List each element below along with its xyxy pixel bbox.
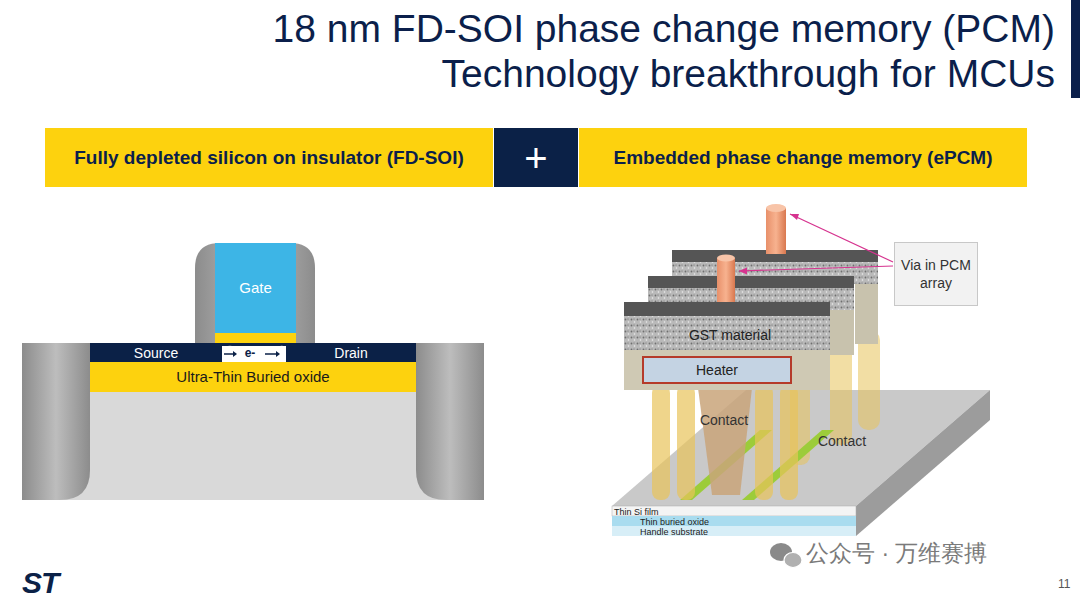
bar-top xyxy=(648,276,854,288)
leader-line xyxy=(739,266,893,271)
gate-region: Gate xyxy=(215,243,296,333)
gate-spacer xyxy=(195,243,315,343)
heater-layer xyxy=(624,350,830,390)
contact-pillar xyxy=(858,330,880,430)
arrow xyxy=(265,353,276,355)
wechat-icon xyxy=(770,543,802,568)
via xyxy=(717,258,735,302)
via-top xyxy=(717,255,735,262)
accent-bar xyxy=(1071,0,1080,98)
node-text: Heater xyxy=(696,362,738,378)
callout-box: Via in PCM array xyxy=(894,242,978,306)
gst-label: GST material xyxy=(680,325,780,345)
node-text: Contact xyxy=(700,412,748,428)
node-text: Gate xyxy=(239,279,272,297)
electron-label: e- xyxy=(238,346,262,361)
isolation-trench xyxy=(22,343,90,500)
gate-oxide xyxy=(215,333,296,343)
node-text: Thin Si film xyxy=(614,507,659,517)
leader-head xyxy=(739,268,747,275)
contact-label: Contact xyxy=(694,411,754,429)
gst-bar xyxy=(624,316,830,350)
contact-pillar xyxy=(780,385,798,500)
node-text: Ultra-Thin Buried oxide xyxy=(176,368,329,386)
source-region: Source xyxy=(90,343,222,362)
buried-oxide-band: Ultra-Thin Buried oxide xyxy=(90,362,416,392)
tech-band: Embedded phase change memory (ePCM) xyxy=(579,128,1027,187)
node-text: Thin buried oxide xyxy=(640,517,709,527)
node-text: Source xyxy=(134,345,178,361)
layer-label: Thin buried oxide xyxy=(640,516,750,528)
contact-pillar xyxy=(755,385,773,500)
page-number: 11 xyxy=(1058,577,1070,592)
bar-top xyxy=(624,302,830,316)
node-text: Embedded phase change memory (ePCM) xyxy=(613,146,992,170)
arrow xyxy=(233,351,237,357)
buried-oxide xyxy=(612,516,856,526)
contact-pillar xyxy=(652,385,670,500)
arrow xyxy=(224,353,233,355)
company-logo: ST xyxy=(22,566,58,599)
tech-band: Fully depleted silicon on insulator (FD-… xyxy=(45,128,493,187)
epcm-illustration xyxy=(612,204,990,536)
handle-substrate xyxy=(612,526,856,536)
via-top xyxy=(766,204,786,212)
heater-contact xyxy=(698,388,752,495)
node-text: GST material xyxy=(689,327,771,343)
layer-label: Handle substrate xyxy=(640,526,750,538)
fdsoi-transistor xyxy=(22,243,484,500)
isolation-trench xyxy=(416,343,484,500)
leader-head xyxy=(790,214,799,220)
watermark: 公众号 · 万维赛搏 xyxy=(806,540,987,566)
contact-label: Contact xyxy=(812,432,872,450)
node-text: Via in PCM array xyxy=(895,256,977,292)
via xyxy=(766,208,786,254)
heater-layer xyxy=(855,284,878,344)
contact-pillar xyxy=(677,385,695,500)
substrate xyxy=(22,343,484,500)
heater-layer xyxy=(830,310,854,355)
node-text: Handle substrate xyxy=(640,527,708,537)
node-text: Fully depleted silicon on insulator (FD-… xyxy=(74,146,464,170)
layer-label: Thin Si film xyxy=(614,506,714,518)
node-text: Contact xyxy=(818,433,866,449)
heater-box: Heater xyxy=(642,356,792,384)
arrow xyxy=(276,351,280,357)
slide-title: 18 nm FD-SOI phase change memory (PCM) T… xyxy=(195,6,1055,96)
channel xyxy=(222,346,286,362)
plus-box: + xyxy=(494,128,578,187)
drain-region: Drain xyxy=(286,343,416,362)
node-text: Drain xyxy=(334,345,367,361)
si-film xyxy=(612,506,856,516)
node-text: + xyxy=(524,138,547,178)
leader-line xyxy=(790,214,893,262)
